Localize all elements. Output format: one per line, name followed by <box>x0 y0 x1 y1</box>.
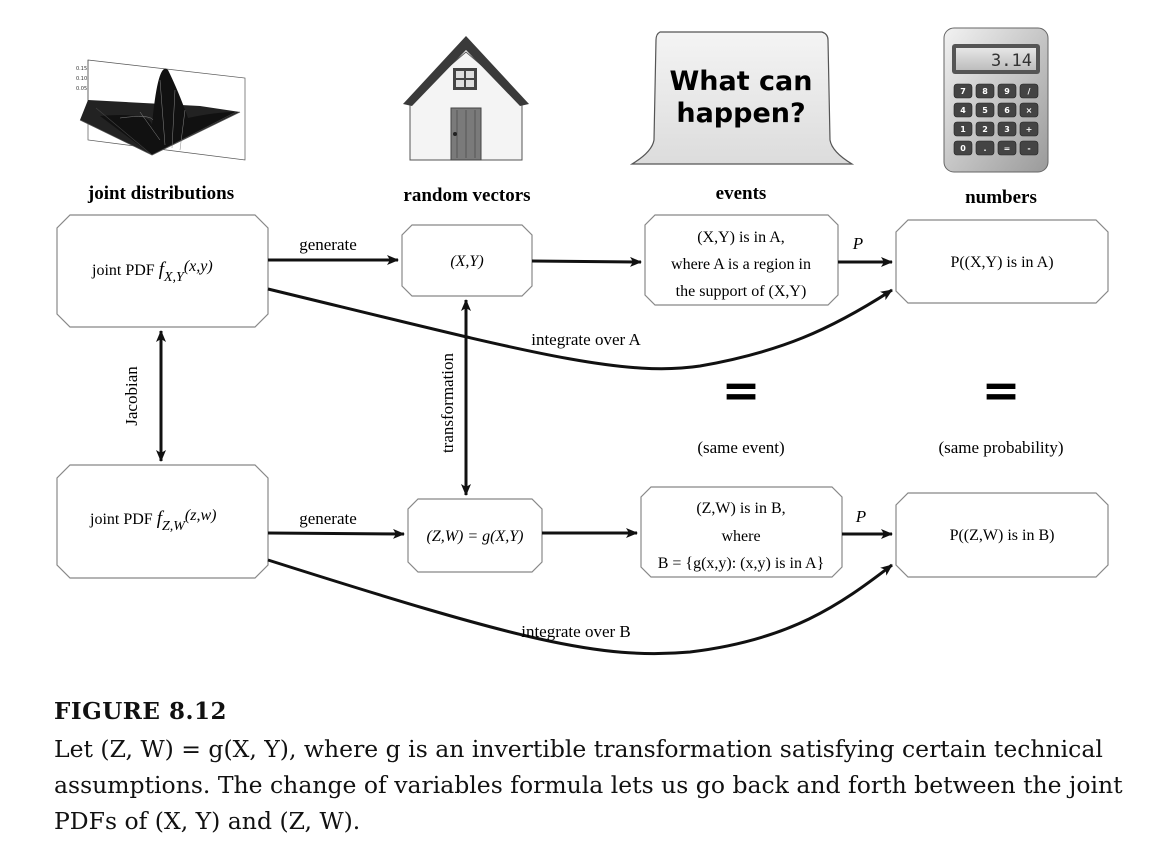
svg-text:0.05: 0.05 <box>76 86 87 92</box>
calculator-key <box>1019 140 1039 156</box>
label-same-event: (same event) <box>697 438 784 457</box>
svg-text:0.10: 0.10 <box>76 76 87 82</box>
calculator-key-label: × <box>1026 106 1033 115</box>
calculator-key <box>975 121 995 137</box>
random-vector-xy-label: (X,Y) <box>450 253 483 270</box>
calculator-key-label: 4 <box>960 106 966 115</box>
arrow-generate-bottom <box>267 528 405 539</box>
label-p-top: P <box>852 234 863 253</box>
calculator-key <box>953 140 973 156</box>
calculator-key-label: 8 <box>982 87 988 96</box>
label-jacobian: Jacobian <box>122 366 141 426</box>
calculator-key-label: 5 <box>982 106 988 115</box>
calculator-key <box>975 140 995 156</box>
sign-icon: What can happen? <box>629 31 855 165</box>
box-probability-b <box>895 492 1109 578</box>
calculator-key-label: / <box>1028 87 1031 96</box>
event-a-line-2: where A is a region in <box>671 256 811 273</box>
calculator-key-label: 0 <box>960 144 966 153</box>
calculator-key-label: 6 <box>1004 106 1010 115</box>
calculator-key-label: = <box>1004 144 1011 153</box>
event-a-line-3: the support of (X,Y) <box>676 283 807 300</box>
figure-caption: FIGURE 8.12 Let (Z, W) = g(X, Y), where … <box>54 698 1124 839</box>
house-icon <box>403 36 529 161</box>
equals-sign-probability: = <box>982 363 1021 417</box>
event-b-line-1: (Z,W) is in B, <box>696 500 785 517</box>
header-numbers: numbers <box>965 187 1037 208</box>
box-transformed-vector-zw <box>407 498 543 573</box>
arrow-integrate-over-b <box>267 558 893 656</box>
label-transformation: transformation <box>438 352 457 453</box>
calculator-key-label: + <box>1026 125 1033 134</box>
label-same-probability: (same probability) <box>938 438 1063 457</box>
sign-line-1: What can <box>670 66 813 97</box>
calculator-key-label: 3 <box>1004 125 1010 134</box>
svg-text:0.15: 0.15 <box>76 66 87 72</box>
event-b-line-3: B = {g(x,y): (x,y) is in A} <box>658 555 825 572</box>
calculator-key <box>953 102 973 118</box>
box-event-b <box>640 486 843 578</box>
calculator-key <box>997 102 1017 118</box>
header-events: events <box>716 183 767 204</box>
calculator-key-label: . <box>983 144 986 153</box>
probability-b-label: P((Z,W) is in B) <box>950 527 1055 544</box>
label-p-bottom: P <box>855 507 866 526</box>
box-event-a <box>644 214 839 306</box>
box-joint-pdf-xy <box>56 214 269 328</box>
box-random-vector-xy <box>401 224 533 297</box>
probability-a-label: P((X,Y) is in A) <box>950 254 1053 271</box>
box-joint-pdf-zw <box>56 464 269 579</box>
header-random-vectors: random vectors <box>403 185 530 206</box>
calculator-key <box>997 121 1017 137</box>
surface-plot-icon: 0.15 0.10 0.05 <box>76 59 246 161</box>
calculator-key <box>1019 121 1039 137</box>
calculator-key-label: 1 <box>960 125 966 134</box>
calculator-key <box>975 102 995 118</box>
calculator-key <box>975 83 995 99</box>
calculator-key-label: - <box>1027 144 1030 153</box>
label-generate-bottom: generate <box>299 509 357 528</box>
calculator-key-label: 2 <box>982 125 988 134</box>
figure-caption-text: Let (Z, W) = g(X, Y), where g is an inve… <box>54 735 1123 835</box>
calculator-key <box>953 83 973 99</box>
arrow-vector-to-event-top <box>531 256 642 267</box>
joint-pdf-xy-label: joint PDF fX,Y(x,y) <box>91 258 213 285</box>
event-a-line-1: (X,Y) is in A, <box>697 229 785 246</box>
figure-title: FIGURE 8.12 <box>54 698 227 725</box>
joint-pdf-zw-label: joint PDF fZ,W(z,w) <box>89 507 216 534</box>
calculator-keypad: 7 8 9 / 4 5 6 × 1 2 3 +0. = - <box>953 83 1039 156</box>
transformed-vector-zw-label: (Z,W) = g(X,Y) <box>426 528 523 545</box>
calculator-key <box>997 83 1017 99</box>
sign-line-2: happen? <box>676 98 805 129</box>
calculator-display: 3.14 <box>991 51 1032 71</box>
event-b-line-2: where <box>721 528 760 545</box>
label-integrate-over-a: integrate over A <box>531 330 641 349</box>
header-joint-distributions: joint distributions <box>87 183 234 204</box>
calculator-key <box>997 140 1017 156</box>
calculator-key-label: 7 <box>960 87 966 96</box>
calculator-key <box>1019 83 1039 99</box>
equals-sign-event: = <box>722 363 761 417</box>
calculator-key <box>953 121 973 137</box>
label-generate-top: generate <box>299 235 357 254</box>
arrow-integrate-over-a <box>267 287 893 371</box>
box-probability-a <box>895 219 1109 304</box>
calculator-key <box>1019 102 1039 118</box>
label-integrate-over-b: integrate over B <box>521 622 631 641</box>
calculator-icon: 3.14 7 8 9 / 4 5 6 × 1 2 3 +0. = - <box>943 27 1049 173</box>
calculator-key-label: 9 <box>1004 87 1010 96</box>
